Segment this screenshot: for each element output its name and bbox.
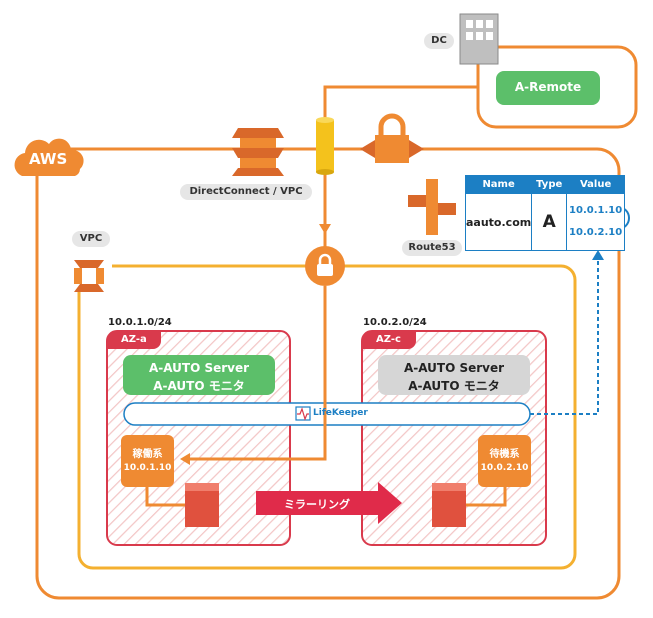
- dns-header-name: Name: [464, 175, 533, 194]
- dc-server-icon: [459, 13, 499, 65]
- dns-cell-values: 10.0.1.10 10.0.2.10: [566, 193, 625, 251]
- vpn-lock-icon: [305, 246, 345, 286]
- dns-value-ip-1: 10.0.1.10: [569, 205, 623, 216]
- dns-value-ip-2: 10.0.2.10: [569, 227, 623, 238]
- az-c-label: AZ-c: [376, 334, 401, 345]
- az-a-tab: [107, 331, 161, 349]
- standby-disk-connector: [466, 487, 507, 507]
- vpc-icon: [72, 258, 112, 292]
- az-a-label: AZ-a: [121, 334, 147, 345]
- vpc-label: VPC: [72, 231, 110, 247]
- dns-cell-name: aauto.com: [464, 193, 533, 251]
- mirroring-label: ミラーリング: [284, 498, 350, 511]
- az-c-tab: [362, 331, 416, 349]
- a-remote-label: A-Remote: [514, 80, 582, 94]
- lifekeeper-label: LifeKeeper: [313, 408, 368, 418]
- server-standby-line1: A-AUTO Server: [403, 361, 505, 375]
- dc-connection-line: [323, 85, 478, 260]
- server-active-line1: A-AUTO Server: [148, 361, 250, 375]
- lifekeeper-dns-dashed-line: [530, 258, 599, 415]
- node-standby-role: 待機系: [489, 449, 520, 460]
- active-arrowhead: [180, 453, 190, 465]
- connection-arrowhead: [319, 224, 331, 234]
- aws-cloud-icon: [14, 138, 84, 176]
- node-active-ip: 10.0.1.10: [123, 463, 172, 473]
- node-standby-ip: 10.0.2.10: [480, 463, 529, 473]
- disk-standby-icon: [432, 483, 466, 527]
- server-box-standby: [378, 355, 530, 395]
- mirroring-arrow: [256, 482, 402, 524]
- directconnect-label: DirectConnect / VPC: [180, 184, 312, 200]
- subnet-c-cidr: 10.0.2.0/24: [363, 317, 427, 328]
- dns-cell-type: A: [531, 193, 568, 251]
- dns-record-table: Name Type Value aauto.com A 10.0.1.10 10…: [464, 175, 625, 251]
- route53-label: Route53: [402, 240, 462, 256]
- lifekeeper-logo-icon: [295, 406, 311, 421]
- dc-label: DC: [424, 33, 454, 49]
- node-box-active: [121, 435, 174, 487]
- dns-header-type: Type: [531, 175, 568, 194]
- dns-header-value: Value: [566, 175, 625, 194]
- vpn-to-active-line: [188, 286, 327, 461]
- subnet-a-cidr: 10.0.1.0/24: [108, 317, 172, 328]
- node-active-role: 稼働系: [132, 449, 163, 460]
- vpn-gateway-icon: [360, 113, 424, 163]
- node-box-standby: [478, 435, 531, 487]
- server-standby-line2: A-AUTO モニタ: [408, 379, 500, 393]
- active-disk-connector: [145, 487, 185, 507]
- server-box-active: [123, 355, 275, 395]
- server-active-line2: A-AUTO モニタ: [153, 379, 245, 393]
- dns-update-arrowhead: [592, 250, 604, 260]
- disk-active-icon: [185, 483, 219, 527]
- direct-connect-cylinder-icon: [316, 117, 334, 175]
- aws-label: AWS: [29, 150, 68, 168]
- a-remote-box: [496, 71, 600, 105]
- directconnect-icon: [232, 128, 284, 176]
- route53-icon: [408, 179, 456, 235]
